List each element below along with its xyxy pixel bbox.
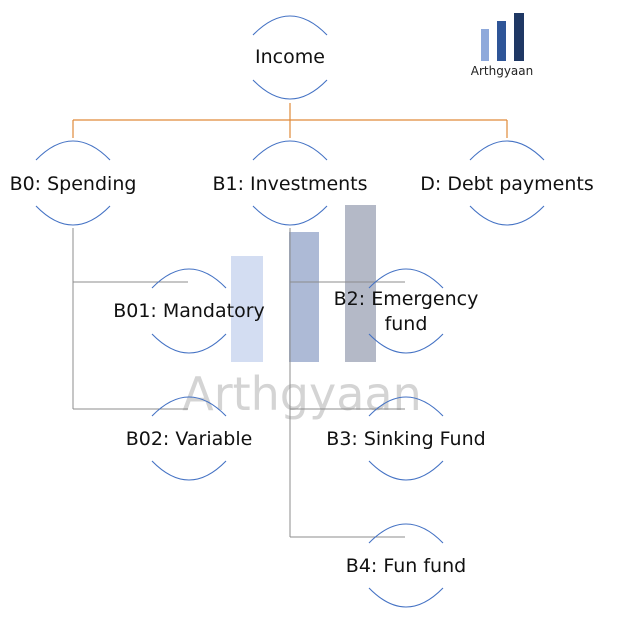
node-income: Income xyxy=(255,46,325,68)
arc-b02-bottom xyxy=(151,460,227,481)
node-b2-emergency-line2: fund xyxy=(385,313,428,335)
node-b3-sinking-fund: B3: Sinking Fund xyxy=(326,428,485,450)
logo-bar-mid xyxy=(497,21,506,61)
arc-b01-top xyxy=(151,268,227,289)
watermark-bar-mid xyxy=(289,232,319,362)
node-b0-spending: B0: Spending xyxy=(10,173,137,195)
arc-income-top xyxy=(252,15,328,36)
arc-d-bottom xyxy=(469,205,545,226)
logo-bar-dark xyxy=(514,13,524,61)
arc-b1-top xyxy=(252,140,328,161)
arc-b01-bottom xyxy=(151,333,227,354)
node-d-debt-payments: D: Debt payments xyxy=(420,173,593,195)
arthgyaan-logo: Arthgyaan xyxy=(471,13,533,78)
node-labels: Income B0: Spending B1: Investments D: D… xyxy=(10,46,594,577)
watermark-bar-light xyxy=(231,256,263,362)
arc-b3-bottom xyxy=(368,460,444,481)
arc-b2-top xyxy=(368,268,444,289)
node-b02-variable: B02: Variable xyxy=(126,428,253,450)
arc-b4-bottom xyxy=(368,587,444,608)
arc-income-bottom xyxy=(252,79,328,100)
arc-b0-bottom xyxy=(35,205,111,226)
logo-bar-light xyxy=(481,29,489,61)
arc-d-top xyxy=(469,140,545,161)
arc-b02-top xyxy=(151,396,227,417)
top-connectors xyxy=(72,103,508,138)
arc-b4-top xyxy=(368,523,444,544)
watermark-text: Arthgyaan xyxy=(182,367,422,421)
arc-b2-bottom xyxy=(368,333,444,354)
node-b01-mandatory: B01: Mandatory xyxy=(113,300,265,322)
sub-connectors xyxy=(72,228,405,538)
node-arcs xyxy=(35,15,545,608)
arc-b3-top xyxy=(368,396,444,417)
node-b2-emergency-line1: B2: Emergency xyxy=(334,288,479,310)
arc-b0-top xyxy=(35,140,111,161)
node-b4-fun-fund: B4: Fun fund xyxy=(346,555,466,577)
node-b1-investments: B1: Investments xyxy=(212,173,367,195)
arc-b1-bottom xyxy=(252,205,328,226)
logo-text: Arthgyaan xyxy=(471,64,533,78)
watermark-bar-dark xyxy=(345,205,376,362)
